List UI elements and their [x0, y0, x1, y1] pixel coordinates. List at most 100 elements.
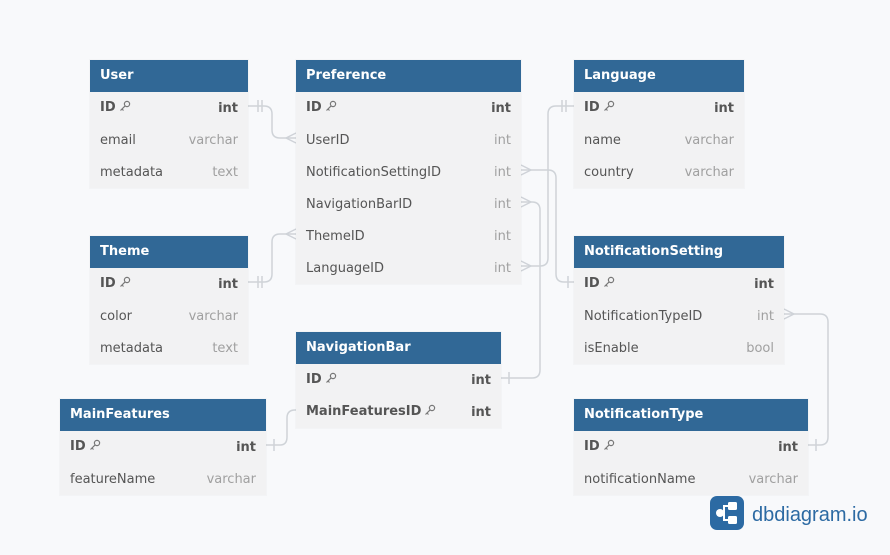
- field-row-country[interactable]: country varchar: [574, 156, 744, 188]
- logo-text: dbdiagram.io: [752, 503, 868, 526]
- field-row-languageid[interactable]: LanguageID int: [296, 252, 521, 284]
- field-row-notificationname[interactable]: notificationName varchar: [574, 463, 808, 495]
- field-name: featureName: [70, 471, 156, 487]
- table-header-language[interactable]: Language: [574, 60, 744, 92]
- field-type: int: [714, 100, 734, 116]
- table-preference[interactable]: Preference ID int UserID int Notificatio…: [296, 60, 521, 284]
- field-row-metadata[interactable]: metadata text: [90, 156, 248, 188]
- field-type: int: [218, 100, 238, 116]
- field-row-id[interactable]: ID int: [574, 431, 808, 463]
- rel-mainfeatures-navbar: [266, 409, 296, 446]
- field-row-isenable[interactable]: isEnable bool: [574, 332, 784, 364]
- table-header-notificationsetting[interactable]: NotificationSetting: [574, 236, 784, 268]
- field-type: int: [757, 308, 774, 324]
- dbdiagram-logo[interactable]: dbdiagram.io: [710, 496, 868, 534]
- field-row-userid[interactable]: UserID int: [296, 124, 521, 156]
- field-type: int: [471, 372, 491, 388]
- field-name: ID: [584, 276, 615, 292]
- field-row-color[interactable]: color varchar: [90, 300, 248, 332]
- field-type: int: [778, 439, 798, 455]
- field-row-notificationsettingid[interactable]: NotificationSettingID int: [296, 156, 521, 188]
- field-name: UserID: [306, 132, 350, 148]
- field-type: int: [494, 196, 511, 212]
- field-name: email: [100, 132, 136, 148]
- field-name: ThemeID: [306, 228, 365, 244]
- table-theme[interactable]: Theme ID int color varchar metadata text: [90, 236, 248, 364]
- field-name: MainFeaturesID: [306, 404, 436, 420]
- field-name: isEnable: [584, 340, 639, 356]
- rel-notifsetting-preference: [521, 169, 574, 283]
- field-name: color: [100, 308, 133, 324]
- field-type: varchar: [684, 164, 734, 180]
- table-notificationtype[interactable]: NotificationType ID int notificationName…: [574, 399, 808, 495]
- field-type: varchar: [188, 308, 238, 324]
- field-name: LanguageID: [306, 260, 384, 276]
- field-type: bool: [746, 340, 774, 356]
- field-name: metadata: [100, 164, 164, 180]
- field-name: ID: [584, 439, 615, 455]
- field-row-metadata[interactable]: metadata text: [90, 332, 248, 364]
- table-header-user[interactable]: User: [90, 60, 248, 92]
- key-icon: [603, 100, 615, 116]
- table-header-theme[interactable]: Theme: [90, 236, 248, 268]
- table-mainfeatures[interactable]: MainFeatures ID int featureName varchar: [60, 399, 266, 495]
- field-name: ID: [584, 100, 615, 116]
- field-type: int: [491, 100, 511, 116]
- field-type: varchar: [684, 132, 734, 148]
- key-icon: [603, 439, 615, 455]
- field-row-id[interactable]: ID int: [574, 268, 784, 300]
- rel-theme-preference: [248, 233, 296, 283]
- field-name: ID: [100, 276, 131, 292]
- key-icon: [325, 372, 337, 388]
- field-type: int: [471, 404, 491, 420]
- field-row-id[interactable]: ID int: [296, 92, 521, 124]
- key-icon: [119, 276, 131, 292]
- field-row-navigationbarid[interactable]: NavigationBarID int: [296, 188, 521, 220]
- field-type: int: [494, 228, 511, 244]
- field-type: text: [212, 340, 238, 356]
- field-row-featurename[interactable]: featureName varchar: [60, 463, 266, 495]
- field-row-id[interactable]: ID int: [296, 364, 501, 396]
- field-type: int: [494, 132, 511, 148]
- field-name: country: [584, 164, 634, 180]
- field-name: NavigationBarID: [306, 196, 413, 212]
- field-name: name: [584, 132, 621, 148]
- field-row-id[interactable]: ID int: [90, 92, 248, 124]
- table-header-preference[interactable]: Preference: [296, 60, 521, 92]
- field-row-id[interactable]: ID int: [574, 92, 744, 124]
- table-language[interactable]: Language ID int name varchar country var…: [574, 60, 744, 188]
- field-row-notificationtypeid[interactable]: NotificationTypeID int: [574, 300, 784, 332]
- dbdiagram-logo-icon: [710, 496, 744, 534]
- table-header-notificationtype[interactable]: NotificationType: [574, 399, 808, 431]
- rel-user-preference: [248, 105, 296, 139]
- field-type: int: [494, 260, 511, 276]
- field-name: metadata: [100, 340, 164, 356]
- field-name: ID: [306, 372, 337, 388]
- field-row-themeid[interactable]: ThemeID int: [296, 220, 521, 252]
- field-type: int: [236, 439, 256, 455]
- field-name: NotificationSettingID: [306, 164, 441, 180]
- key-icon: [325, 100, 337, 116]
- field-type: int: [218, 276, 238, 292]
- field-type: varchar: [748, 471, 798, 487]
- key-icon: [603, 276, 615, 292]
- field-row-email[interactable]: email varchar: [90, 124, 248, 156]
- field-row-name[interactable]: name varchar: [574, 124, 744, 156]
- key-icon: [424, 404, 436, 420]
- field-type: int: [494, 164, 511, 180]
- rel-language-preference: [521, 105, 574, 267]
- key-icon: [89, 439, 101, 455]
- field-name: notificationName: [584, 471, 696, 487]
- table-header-mainfeatures[interactable]: MainFeatures: [60, 399, 266, 431]
- field-row-mainfeaturesid[interactable]: MainFeaturesID int: [296, 396, 501, 428]
- table-navigationbar[interactable]: NavigationBar ID int MainFeaturesID int: [296, 332, 501, 428]
- key-icon: [119, 100, 131, 116]
- field-name: ID: [70, 439, 101, 455]
- field-row-id[interactable]: ID int: [90, 268, 248, 300]
- field-row-id[interactable]: ID int: [60, 431, 266, 463]
- table-notificationsetting[interactable]: NotificationSetting ID int NotificationT…: [574, 236, 784, 364]
- table-user[interactable]: User ID int email varchar metadata text: [90, 60, 248, 188]
- field-type: varchar: [188, 132, 238, 148]
- table-header-navigationbar[interactable]: NavigationBar: [296, 332, 501, 364]
